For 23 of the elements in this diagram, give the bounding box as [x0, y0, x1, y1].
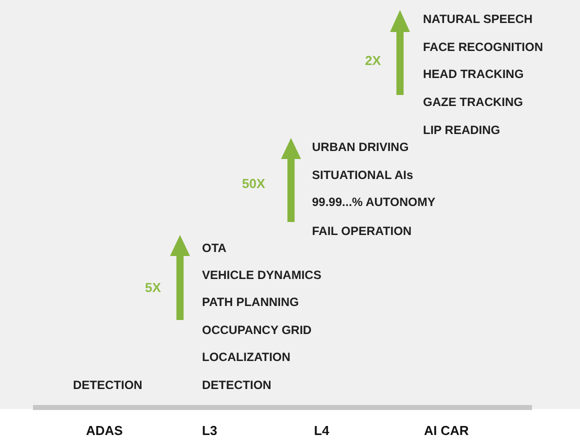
axis-label: AI CAR: [424, 422, 469, 438]
axis-label: L3: [202, 422, 218, 438]
feature-label: GAZE TRACKING: [423, 94, 523, 110]
feature-label: NATURAL SPEECH: [423, 12, 533, 26]
axis-label: ADAS: [86, 422, 123, 438]
axis-label: L4: [314, 422, 330, 438]
multiplier-label: 5X: [145, 280, 161, 294]
feature-label: URBAN DRIVING: [312, 140, 409, 154]
feature-label: HEAD TRACKING: [423, 66, 524, 82]
feature-label: DETECTION: [73, 378, 142, 392]
feature-label: LIP READING: [423, 122, 500, 138]
feature-label: OCCUPANCY GRID: [202, 322, 312, 338]
feature-label: 99.99...% AUTONOMY: [312, 194, 436, 210]
feature-label: OTA: [202, 240, 226, 256]
feature-label: FACE RECOGNITION: [423, 40, 544, 54]
multiplier-label: 2X: [365, 52, 381, 68]
feature-label: FAIL OPERATION: [312, 224, 412, 238]
feature-label: DETECTION: [202, 378, 272, 392]
multiplier-label: 50X: [242, 176, 266, 190]
feature-label: LOCALIZATION: [202, 350, 290, 364]
feature-label: PATH PLANNING: [202, 294, 299, 310]
feature-label: SITUATIONAL AIs: [312, 168, 414, 182]
feature-label: VEHICLE DYNAMICS: [202, 268, 322, 282]
